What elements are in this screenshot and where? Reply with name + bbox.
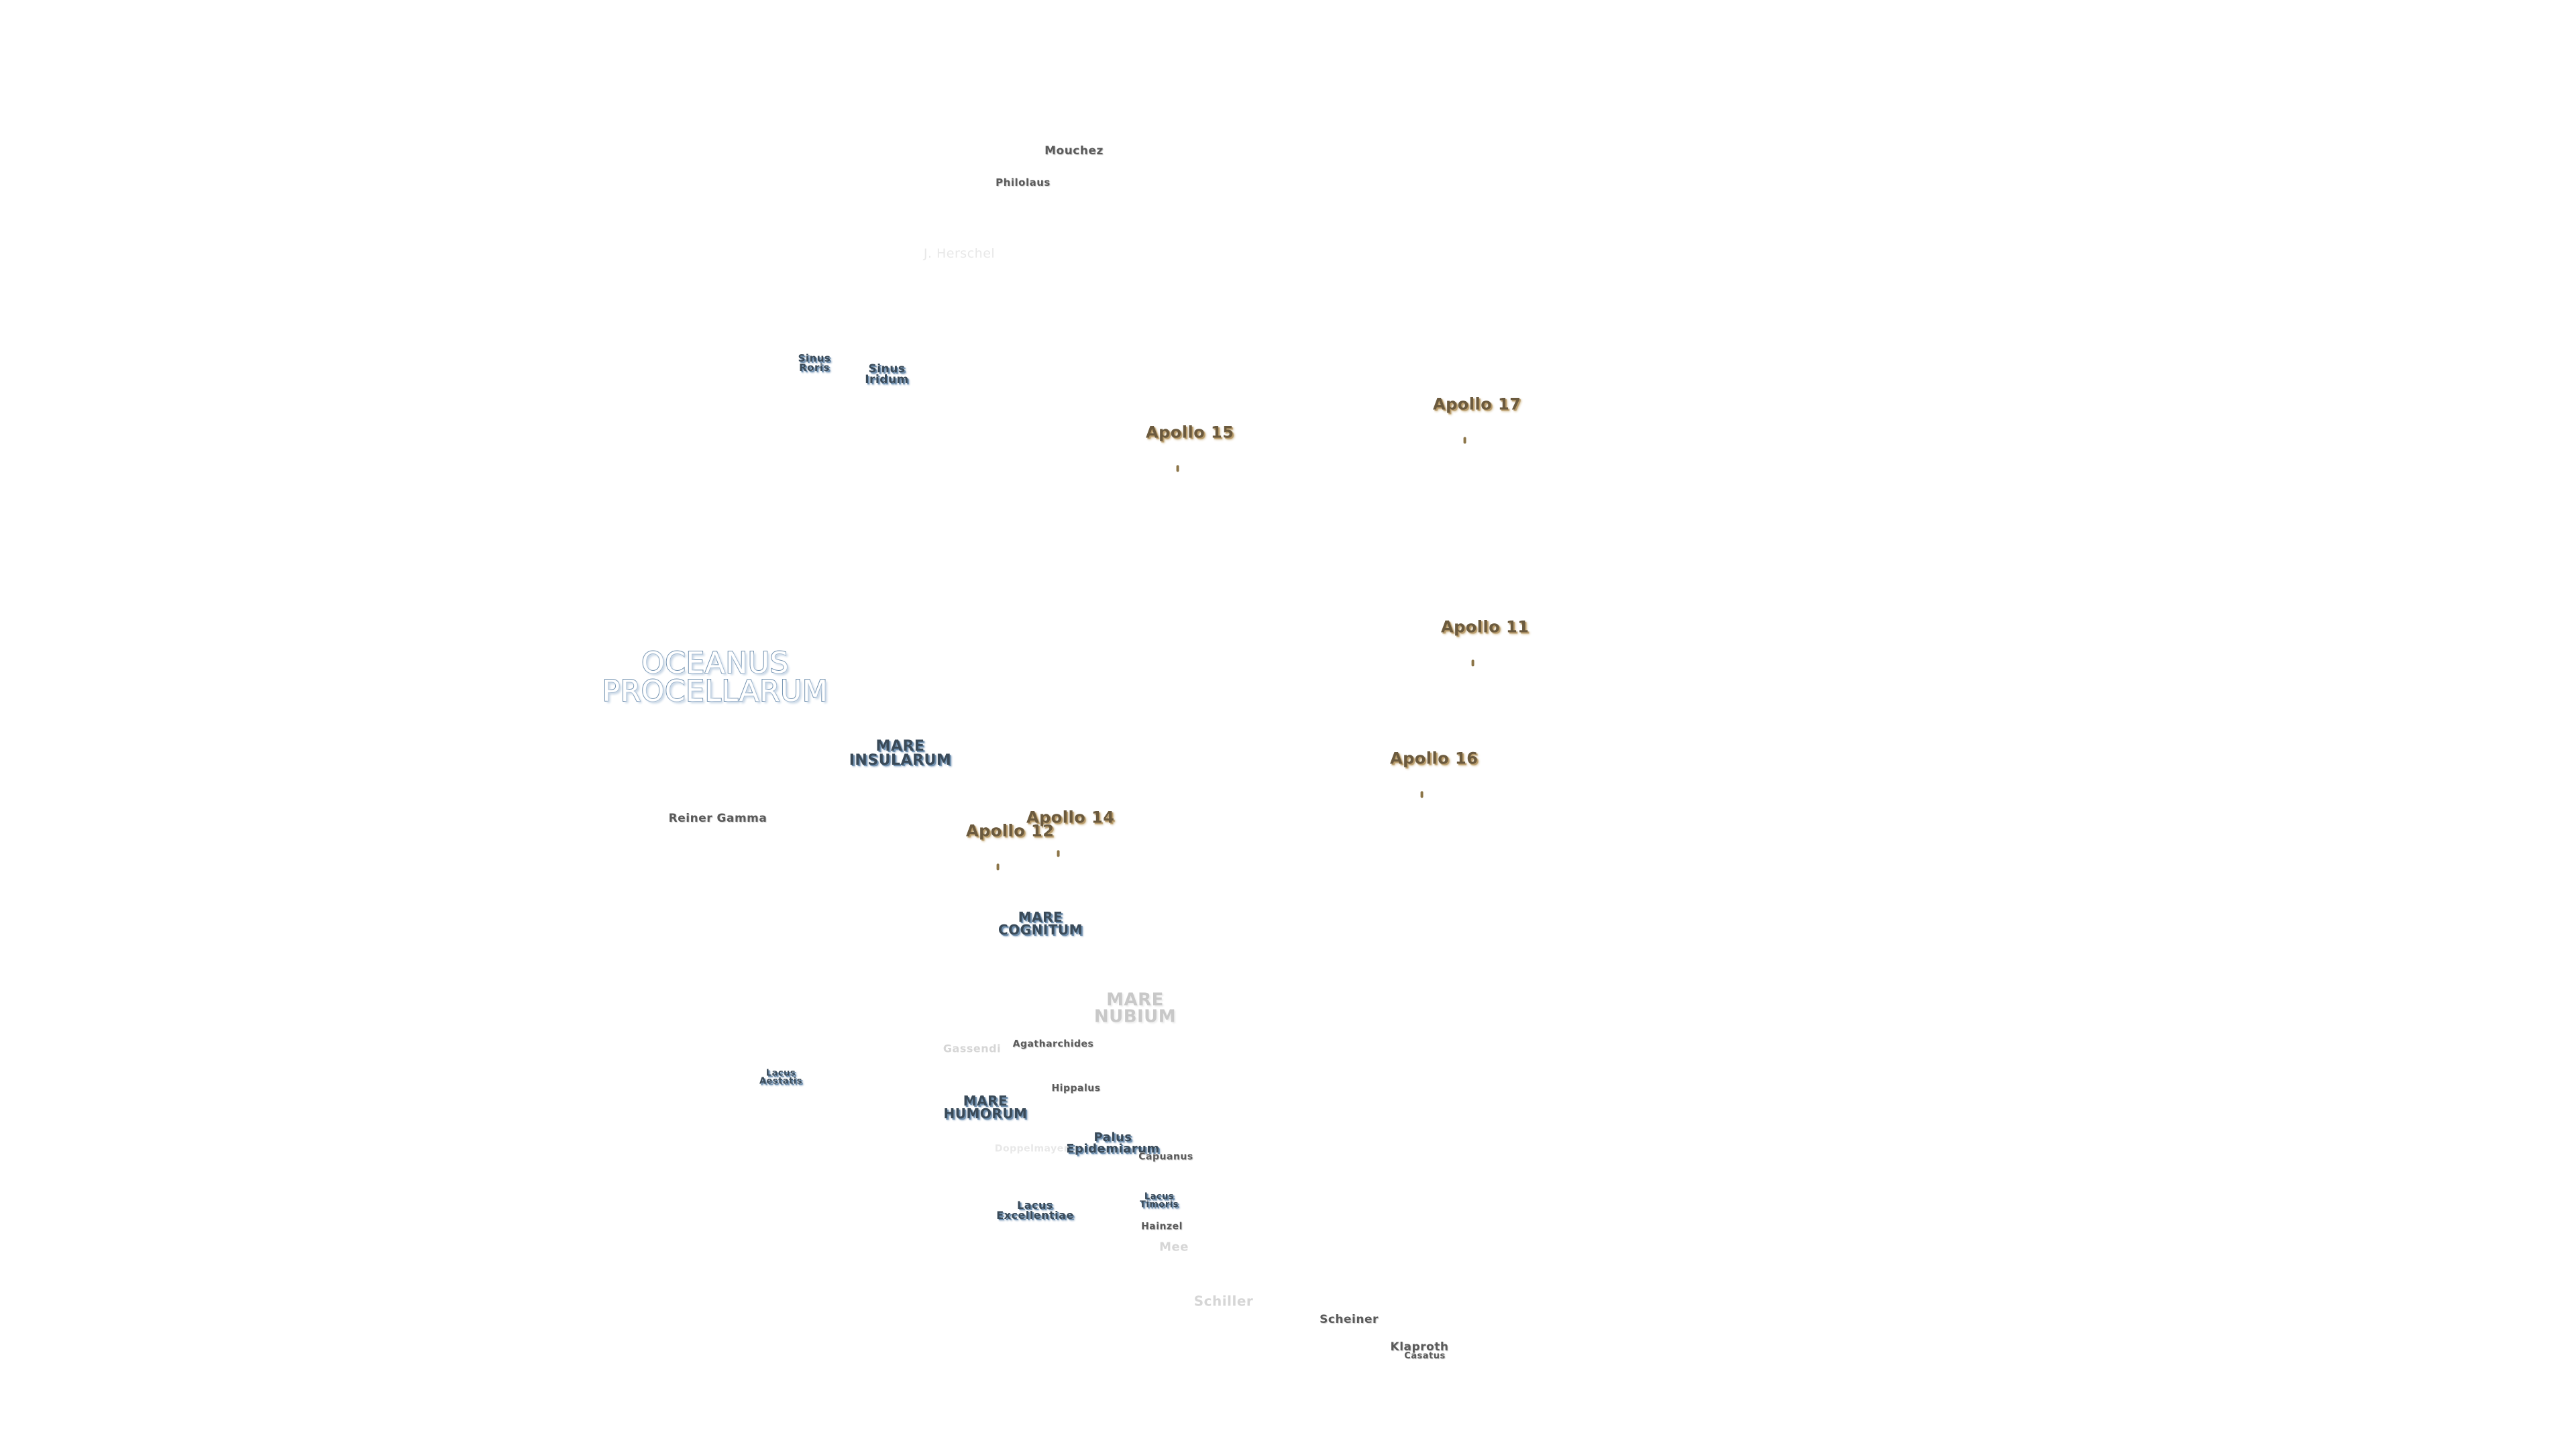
crater-label-gassendi: Gassendi [943,1042,1002,1055]
sinus-iridum-label: Sinus Iridum [865,362,909,386]
crater-label-capuanus: Capuanus [1138,1151,1193,1163]
lacus-timoris-label: Lacus Timoris [1140,1191,1179,1210]
crater-label-j-herschel: J. Herschel [923,246,996,261]
apollo-17-label: Apollo 17 [1432,394,1521,414]
oceanus-procellarum-label: OCEANUS PROCELLARUM [602,646,828,708]
lacus-excellentiae-label: Lacus Excellentiae [996,1198,1074,1222]
crater-label-agatharchides: Agatharchides [1012,1038,1094,1050]
crater-label-hippalus: Hippalus [1051,1083,1101,1094]
apollo-11-landing-marker[interactable]: Apollo 11 [1417,604,1529,667]
crater-label-scheiner: Scheiner [1320,1312,1379,1326]
crater-label-klaproth: Klaproth [1390,1340,1449,1354]
apollo-12-landing-marker[interactable]: Apollo 12 [943,808,1055,871]
landing-pin-icon [1471,659,1474,667]
landing-pin-icon [1463,437,1466,444]
apollo-16-landing-marker[interactable]: Apollo 16 [1366,735,1479,798]
landing-pin-icon [996,863,1000,871]
palus-epidemiarum-label: Palus Epidemiarum [1066,1130,1160,1156]
apollo-16-label: Apollo 16 [1389,749,1479,768]
apollo-14-landing-marker[interactable]: Apollo 14 [1003,794,1115,857]
lacus-aestatis-label: Lacus Aestatis [759,1068,803,1087]
crater-label-philolaus: Philolaus [996,176,1051,189]
mare-cognitum-label: MARE COGNITUM [998,909,1083,938]
landing-pin-icon [1176,465,1179,472]
crater-label-doppelmayer: Doppelmayer [994,1143,1069,1155]
apollo-12-label: Apollo 12 [965,821,1055,841]
mare-insularum-label: MARE INSULARUM [849,738,952,769]
crater-label-mee: Mee [1159,1240,1189,1254]
landing-pin-icon [1057,850,1060,857]
reiner-gamma-label: Reiner Gamma [668,811,767,825]
crater-label-hainzel: Hainzel [1141,1221,1183,1232]
crater-label-mouchez: Mouchez [1044,144,1104,158]
apollo-11-label: Apollo 11 [1440,617,1529,637]
crater-label-schiller: Schiller [1193,1293,1254,1309]
mare-humorum-label: MARE HUMORUM [943,1093,1028,1122]
crater-label-casatus: Casatus [1404,1350,1446,1361]
apollo-15-landing-marker[interactable]: Apollo 15 [1122,409,1234,472]
mare-nubium-label: MARE NUBIUM [1093,989,1177,1026]
sinus-roris-label: Sinus Roris [798,352,831,374]
apollo-15-label: Apollo 15 [1145,423,1234,442]
apollo-17-landing-marker[interactable]: Apollo 17 [1409,381,1521,444]
landing-pin-icon [1420,791,1424,798]
